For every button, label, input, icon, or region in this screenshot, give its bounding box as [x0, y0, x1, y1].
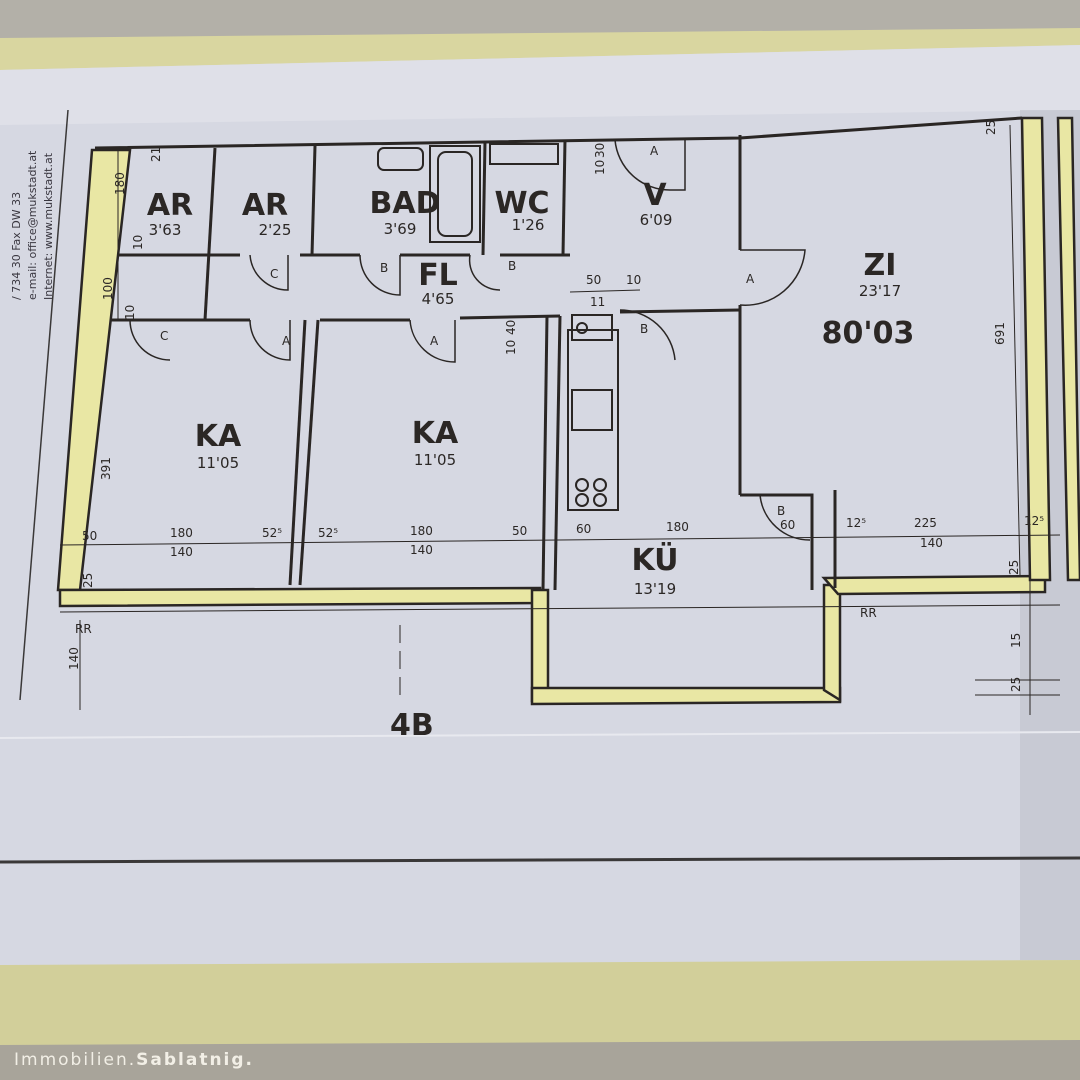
dimension-label: 60 — [780, 518, 795, 532]
kitchen-counter — [567, 329, 619, 511]
dimension-lines — [59, 124, 1061, 715]
dimension-label: 180 — [170, 526, 193, 540]
dimension-label: 25 — [1009, 677, 1023, 692]
room-v-area: 6'09 — [640, 211, 673, 229]
room-v: V — [643, 178, 667, 213]
door-mark: A — [650, 144, 659, 158]
dimension-label: 10 — [593, 160, 607, 175]
dimension-label: 180 — [666, 520, 689, 534]
watermark-part1: Immobilien. — [14, 1050, 137, 1070]
dimension-label: 10 — [131, 235, 145, 250]
room-labels: AR 3'63 AR 2'25 BAD 3'69 WC 1'26 V 6'09 … — [147, 178, 915, 598]
section-marker: 4B — [390, 708, 434, 743]
dimension-label: 25 — [984, 120, 998, 135]
dimension-label: 10 — [626, 273, 641, 287]
room-ar-2-area: 2'25 — [259, 221, 292, 239]
dimension-label: 25 — [81, 573, 95, 588]
room-bad: BAD — [370, 186, 441, 221]
door-mark: B — [380, 261, 388, 275]
dimension-label: 140 — [920, 536, 943, 550]
room-ka-1: KA — [195, 419, 242, 454]
dimension-label: 30 — [593, 143, 607, 158]
dimension-label: 50 — [586, 273, 601, 287]
door-mark: A — [746, 272, 755, 286]
door-mark: B — [777, 504, 785, 518]
room-ka-1-area: 11'05 — [197, 454, 239, 472]
dimension-label: 180 — [410, 524, 433, 538]
total-area: 80'03 — [822, 316, 915, 351]
room-fl-area: 4'65 — [422, 290, 455, 308]
dimension-label: 10 — [123, 305, 137, 320]
room-ku-area: 13'19 — [634, 580, 676, 598]
sink-icon — [377, 147, 424, 171]
doors — [129, 139, 811, 541]
dimension-label: 60 — [576, 522, 591, 536]
dimension-label: 691 — [993, 322, 1007, 345]
dimension-label: 12⁵ — [846, 516, 866, 530]
dimension-label: 21 — [149, 147, 163, 162]
dimension-label: 140 — [410, 543, 433, 557]
interior-walls — [94, 116, 1023, 591]
dimension-label: 140 — [67, 647, 81, 670]
company-contact: / 734 30 Fax DW 33 e-mail: office@muksta… — [10, 150, 55, 300]
rr-marker: RR — [860, 606, 877, 620]
door-mark: C — [270, 267, 278, 281]
dimension-label: 15 — [1009, 633, 1023, 648]
room-ar-1: AR — [147, 188, 193, 223]
door-mark: A — [282, 334, 291, 348]
dimension-label: 100 — [101, 277, 115, 300]
door-mark: B — [640, 322, 648, 336]
email-text: e-mail: office@mukstadt.at — [26, 150, 39, 300]
dimension-labels: 180 21 10 100 10 391 140 25 10 30 50 10 … — [67, 120, 1044, 743]
exterior-walls — [56, 116, 1080, 706]
dimension-label: 11 — [590, 295, 605, 309]
door-marks: C C B B A A A A B B — [160, 144, 785, 518]
website-link[interactable]: Internet: www.mukstadt.at — [42, 152, 55, 300]
door-mark: C — [160, 329, 168, 343]
room-fl: FL — [418, 258, 458, 293]
room-ku: KÜ — [631, 541, 678, 578]
dimension-label: 10 — [504, 340, 518, 355]
watermark-part2: Sablatnig. — [136, 1050, 255, 1070]
dimension-label: 225 — [914, 516, 937, 530]
fixtures — [377, 143, 619, 511]
room-wc: WC — [494, 186, 549, 221]
dimension-label: 52⁵ — [262, 526, 282, 540]
dimension-label: 52⁵ — [318, 526, 338, 540]
dimension-label: 180 — [113, 172, 127, 195]
phone-fax-text: / 734 30 Fax DW 33 — [10, 192, 23, 300]
watermark: Immobilien.Sablatnig. — [14, 1050, 254, 1070]
room-ka-2-area: 11'05 — [414, 451, 456, 469]
dimension-label: 391 — [99, 457, 113, 480]
dimension-label: 50 — [512, 524, 527, 538]
wc-fixture-icon — [489, 143, 559, 165]
room-ka-2: KA — [412, 416, 459, 451]
dimension-label: 12⁵ — [1024, 514, 1044, 528]
bathtub-icon — [429, 145, 481, 243]
door-mark: A — [430, 334, 439, 348]
rr-marker: RR — [75, 622, 92, 636]
room-bad-area: 3'69 — [384, 220, 417, 238]
dimension-label: 50 — [82, 529, 97, 543]
room-ar-2: AR — [242, 188, 288, 223]
dimension-label: 25 — [1007, 560, 1021, 575]
dimension-label: 140 — [170, 545, 193, 559]
dimension-label: 40 — [504, 320, 518, 335]
door-mark: B — [508, 259, 516, 273]
room-ar-1-area: 3'63 — [149, 221, 182, 239]
room-zi-area: 23'17 — [859, 282, 901, 300]
room-zi: ZI — [864, 248, 897, 283]
room-wc-area: 1'26 — [512, 216, 545, 234]
